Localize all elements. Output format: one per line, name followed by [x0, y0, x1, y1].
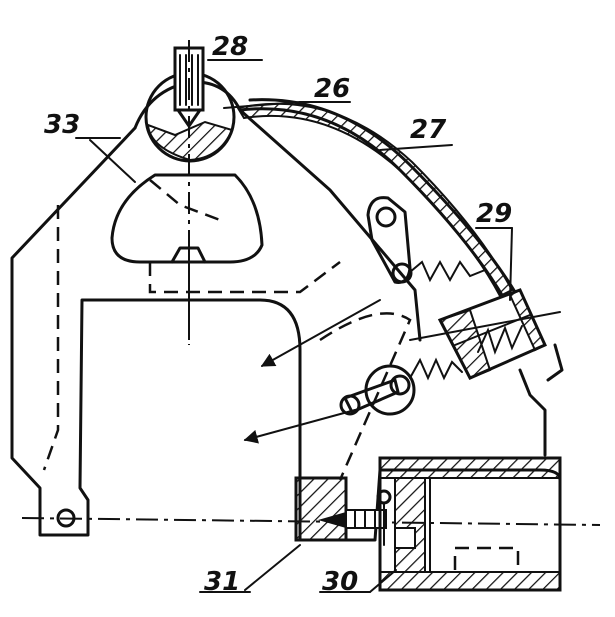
upper-lever — [366, 196, 486, 284]
label-33: 33 — [44, 110, 80, 140]
jaw-block — [294, 476, 387, 542]
label-31: 31 — [204, 567, 240, 597]
left-ear-hole — [56, 508, 76, 528]
leader-lines — [75, 59, 513, 593]
hydraulic-cylinder — [376, 456, 562, 592]
label-26: 26 — [314, 74, 350, 104]
label-29: 29 — [476, 199, 512, 229]
label-27: 27 — [410, 115, 447, 145]
frame-right-column — [518, 368, 547, 457]
label-28: 28 — [212, 32, 248, 62]
locator-nub — [170, 246, 207, 264]
top-pivot — [144, 40, 236, 345]
spring-cylinder — [437, 288, 547, 380]
swing-path — [319, 312, 412, 481]
arrow-right — [409, 311, 561, 341]
frame-right-edge — [546, 343, 564, 382]
arrow-upper — [260, 299, 381, 367]
lower-roller — [339, 357, 463, 416]
horizontal-axis-line — [21, 517, 601, 526]
arc-guide — [236, 102, 514, 298]
arrow-lower — [243, 409, 356, 444]
label-30: 30 — [322, 567, 358, 597]
